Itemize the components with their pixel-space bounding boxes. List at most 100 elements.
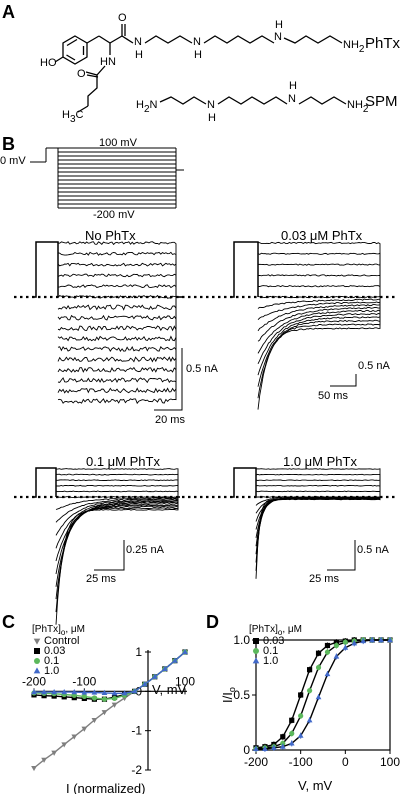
data-point	[61, 689, 68, 695]
data-point	[253, 638, 259, 644]
atom-h2n: H2N	[136, 99, 158, 115]
current-sweep	[57, 297, 177, 363]
legend-entry: 1.0	[44, 665, 59, 677]
trace-title-10: 1.0 μM PhTx	[283, 454, 357, 469]
data-point	[111, 690, 118, 696]
data-point	[333, 639, 339, 645]
data-point	[306, 717, 313, 723]
current-sweep	[57, 297, 177, 311]
legend-entry: 1.0	[263, 655, 278, 667]
c-legend-title: [PhTx]o, μM	[32, 624, 85, 637]
atom-o-butanoyl: O	[77, 68, 86, 80]
data-point	[289, 717, 295, 723]
current-sweep	[55, 497, 179, 625]
data-point	[91, 695, 97, 701]
trace-panel-003: 0.03 μM PhTx 0.5 nA 50 ms	[230, 228, 390, 410]
protocol-steps	[30, 147, 184, 209]
spm-atom-h-2: H	[289, 80, 297, 92]
spm-structure	[159, 96, 347, 105]
current-sweep	[55, 497, 179, 536]
current-sweep	[55, 497, 179, 600]
data-point	[51, 689, 57, 695]
current-sweep	[55, 484, 179, 497]
data-point	[31, 689, 37, 695]
prepulse-trace	[32, 241, 59, 298]
c-xlabel: V, mV	[152, 682, 187, 697]
atom-n-amide: N	[134, 36, 142, 48]
voltage-protocol: 0 mV 100 mV -200 mV	[0, 137, 184, 221]
phtx-name: PhTx	[365, 35, 400, 52]
data-point	[34, 658, 40, 664]
current-sweep	[255, 497, 381, 579]
scale-t-no-phtx: 20 ms	[155, 414, 185, 426]
current-sweep	[57, 297, 177, 373]
data-point	[91, 689, 98, 695]
current-sweep	[57, 297, 177, 353]
data-point	[333, 642, 339, 649]
current-sweep	[56, 479, 179, 497]
data-point	[101, 689, 108, 695]
current-sweep	[255, 473, 381, 497]
data-point	[315, 664, 322, 671]
scale-i-01: 0.25 nA	[126, 544, 165, 556]
panel-b: B 0 mV 100 mV -200 mV No PhTx 0.5 nA 20 …	[0, 134, 398, 625]
fit-curve	[256, 639, 390, 750]
current-sweep	[55, 473, 179, 497]
current-sweep	[257, 297, 381, 332]
series-1.0	[31, 648, 188, 696]
x-tick-label: 0	[342, 755, 349, 769]
current-sweep	[257, 297, 381, 410]
current-sweep	[57, 297, 177, 384]
panel-c-label: C	[2, 612, 15, 632]
phtx-structure	[54, 24, 343, 113]
current-sweep	[57, 297, 177, 405]
current-sweep	[255, 497, 381, 571]
data-point	[279, 743, 286, 749]
current-sweep	[55, 490, 179, 497]
spm-name: SPM	[365, 93, 398, 110]
atom-n-1: N	[193, 36, 201, 48]
protocol-bottom-label: -200 mV	[93, 209, 135, 221]
current-sweep	[56, 468, 179, 497]
data-point	[111, 695, 118, 702]
atom-h-2: H	[275, 19, 283, 31]
d-legend-title: [PhTx]o, μM	[249, 624, 302, 637]
scale-bar	[327, 540, 356, 571]
protocol-top-label: 100 mV	[99, 137, 138, 149]
data-point	[101, 696, 108, 702]
prepulse-trace	[32, 467, 57, 498]
data-point	[253, 745, 259, 751]
y-tick-label: -2	[131, 763, 142, 777]
d-xlabel: V, mV	[298, 778, 333, 793]
x-tick-label: 100	[175, 674, 195, 688]
data-point	[324, 649, 331, 655]
trace-panel-01: 0.1 μM PhTx 0.25 nA 25 ms	[32, 454, 180, 625]
data-point	[41, 757, 47, 763]
legend-entry: 0.03	[44, 645, 65, 657]
trace-sweeps-01	[32, 467, 180, 625]
data-point	[289, 730, 295, 737]
data-point	[252, 657, 260, 664]
d-legend: 0.030.11.0	[252, 635, 284, 667]
x-tick-label: 100	[380, 755, 400, 769]
data-point	[101, 710, 108, 716]
data-point	[360, 637, 367, 644]
spm-atom-n-2: N	[288, 93, 296, 105]
x-tick-label: -100	[72, 674, 96, 688]
atom-hn: HN	[100, 56, 116, 68]
data-point	[369, 636, 375, 643]
data-point	[31, 765, 37, 772]
data-point	[324, 670, 331, 677]
current-sweep	[257, 297, 381, 321]
x-tick-label: -200	[244, 755, 268, 769]
data-point	[342, 639, 348, 645]
panel-a-label: A	[2, 2, 15, 22]
current-sweep	[255, 497, 381, 538]
data-point	[41, 689, 47, 695]
data-point	[34, 648, 40, 654]
current-sweep	[55, 497, 179, 587]
current-sweep	[255, 497, 381, 547]
